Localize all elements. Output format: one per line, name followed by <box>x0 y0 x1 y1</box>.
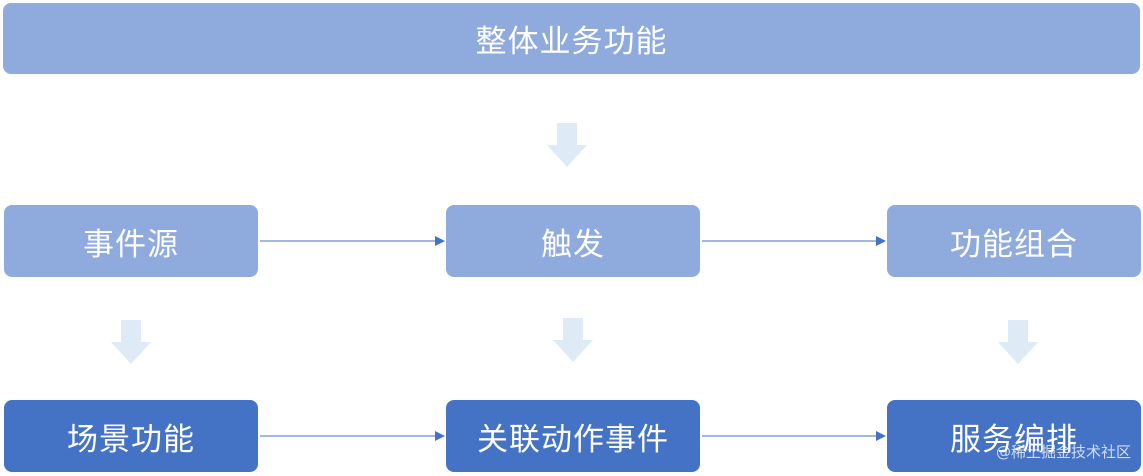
down-arrow-icon <box>553 318 593 362</box>
trigger-label: 触发 <box>541 226 605 263</box>
overall-business-function-box: 整体业务功能 <box>3 3 1140 74</box>
linked-action-event-box: 关联动作事件 <box>446 400 700 472</box>
function-combination-label: 功能组合 <box>950 226 1078 263</box>
event-source-label: 事件源 <box>83 226 179 263</box>
function-combination-box: 功能组合 <box>887 205 1141 277</box>
trigger-box: 触发 <box>446 205 700 277</box>
linked-action-event-label: 关联动作事件 <box>477 421 669 458</box>
overall-business-function-label: 整体业务功能 <box>475 24 668 60</box>
down-arrow-icon <box>111 320 151 364</box>
watermark: @稀土掘金技术社区 <box>995 443 1131 461</box>
event-source-box: 事件源 <box>4 205 258 277</box>
down-arrow-icon <box>547 123 587 167</box>
scene-function-label: 场景功能 <box>67 421 195 458</box>
service-orchestration-label: 服务编排 <box>950 421 1078 458</box>
down-arrow-icon <box>998 320 1038 364</box>
scene-function-box: 场景功能 <box>4 400 258 472</box>
service-orchestration-box: 服务编排 <box>887 400 1141 472</box>
